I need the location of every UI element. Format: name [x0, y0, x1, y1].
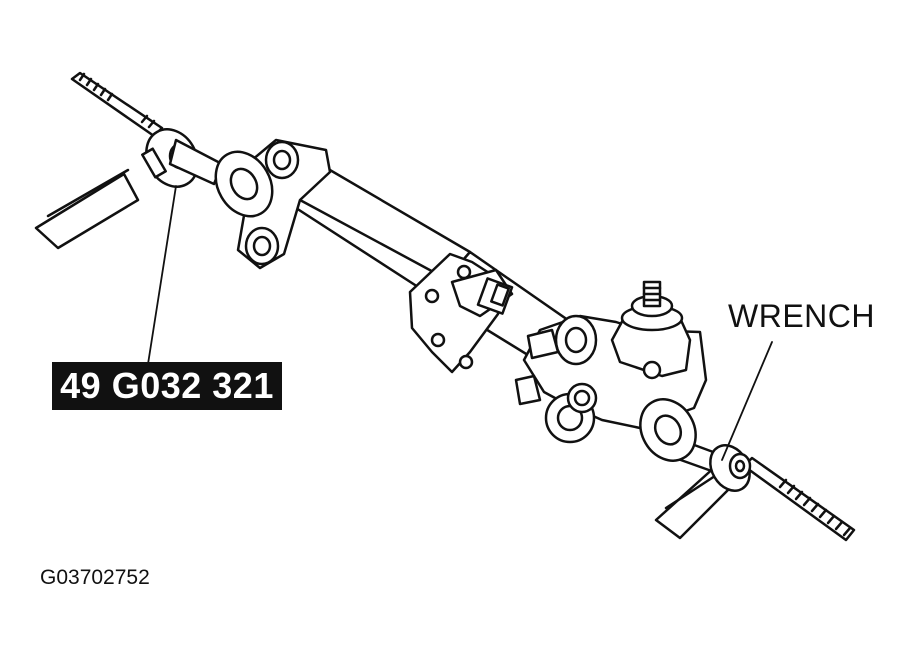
figure-id: G03702752 [40, 566, 150, 589]
wrench-leader-line [721, 341, 773, 461]
left-boot [214, 150, 274, 218]
right-threaded-tie-rod-end [742, 456, 856, 542]
left-steering-arm [34, 168, 140, 250]
tool-leader-line [147, 185, 177, 365]
left-tie-rod-end [141, 128, 224, 188]
center-flange [408, 252, 514, 374]
pinion-valve [610, 280, 692, 380]
left-threaded-tie-rod-end [70, 71, 164, 138]
right-boot [639, 398, 697, 462]
special-tool-number-label: 49 G032 321 [52, 362, 282, 410]
wrench-label: WRENCH [728, 298, 875, 334]
